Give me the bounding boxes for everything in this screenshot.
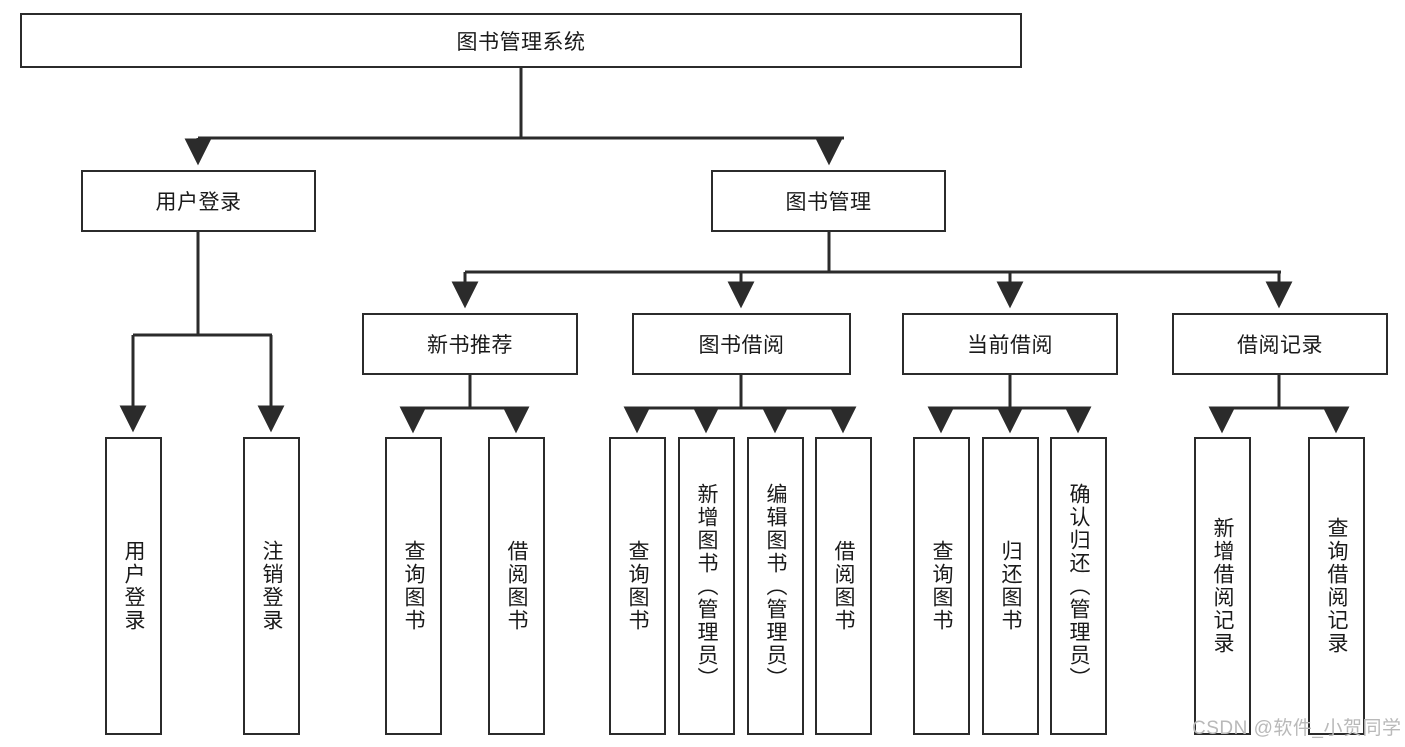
leaf-current-return-book[interactable]: 归还图书 <box>982 437 1039 735</box>
edge-bookmgmt-to-level3 <box>451 232 1293 309</box>
node-root-system[interactable]: 图书管理系统 <box>20 13 1022 68</box>
leaf-borrow-add-book-admin[interactable]: 新增图书（管理员） <box>678 437 735 735</box>
leaf-label: 编辑图书（管理员） <box>764 482 787 690</box>
node-new-book-recommend[interactable]: 新书推荐 <box>362 313 578 375</box>
leaf-user-login-logout[interactable]: 注销登录 <box>243 437 300 735</box>
watermark-csdn: CSDN @软件_小贺同学 <box>1192 718 1402 739</box>
leaf-borrow-query-book[interactable]: 查询图书 <box>609 437 666 735</box>
leaf-current-query-book[interactable]: 查询图书 <box>913 437 970 735</box>
leaf-recommend-borrow-book[interactable]: 借阅图书 <box>488 437 545 735</box>
leaf-recommend-query-book[interactable]: 查询图书 <box>385 437 442 735</box>
leaf-borrow-edit-book-admin[interactable]: 编辑图书（管理员） <box>747 437 804 735</box>
node-borrow-record[interactable]: 借阅记录 <box>1172 313 1388 375</box>
leaf-current-confirm-return-admin[interactable]: 确认归还（管理员） <box>1050 437 1107 735</box>
edge-root-to-level2 <box>184 68 844 166</box>
leaf-label: 归还图书 <box>999 540 1022 632</box>
node-user-login[interactable]: 用户登录 <box>81 170 316 232</box>
leaf-label: 查询借阅记录 <box>1325 517 1348 655</box>
edge-record-to-leaves <box>1208 375 1350 434</box>
edge-borrow-to-leaves <box>623 375 857 434</box>
node-current-borrow[interactable]: 当前借阅 <box>902 313 1118 375</box>
leaf-label: 查询图书 <box>626 540 649 632</box>
leaf-user-login-login[interactable]: 用户登录 <box>105 437 162 735</box>
leaf-label: 查询图书 <box>402 540 425 632</box>
edge-userlogin-to-leaves <box>119 232 285 433</box>
leaf-record-add-record[interactable]: 新增借阅记录 <box>1194 437 1251 735</box>
node-book-borrow[interactable]: 图书借阅 <box>632 313 851 375</box>
leaf-borrow-borrow-book[interactable]: 借阅图书 <box>815 437 872 735</box>
leaf-record-query-record[interactable]: 查询借阅记录 <box>1308 437 1365 735</box>
leaf-label: 借阅图书 <box>832 540 855 632</box>
leaf-label: 新增图书（管理员） <box>695 482 718 690</box>
leaf-label: 用户登录 <box>122 540 145 632</box>
leaf-label: 新增借阅记录 <box>1211 517 1234 655</box>
leaf-label: 注销登录 <box>260 540 283 632</box>
leaf-label: 确认归还（管理员） <box>1067 482 1090 690</box>
edge-newbook-to-leaves <box>399 375 530 434</box>
edge-current-to-leaves <box>927 375 1092 434</box>
node-book-management[interactable]: 图书管理 <box>711 170 946 232</box>
leaf-label: 借阅图书 <box>505 540 528 632</box>
leaf-label: 查询图书 <box>930 540 953 632</box>
